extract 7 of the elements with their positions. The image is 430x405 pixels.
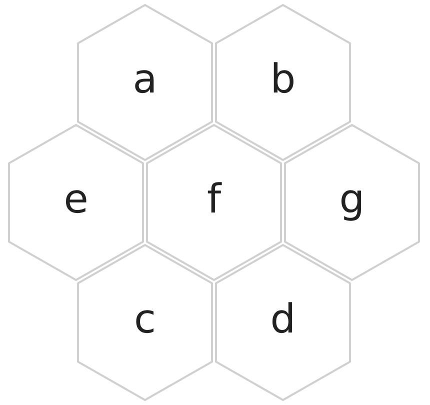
tile-letter: g: [338, 176, 366, 223]
tile-letter: a: [132, 56, 158, 103]
tile-letter: d: [269, 296, 297, 343]
tile-letter: b: [269, 56, 297, 103]
tile-letter: e: [62, 176, 90, 223]
tile-letter: c: [133, 296, 157, 343]
tile-letter: f: [206, 176, 223, 223]
